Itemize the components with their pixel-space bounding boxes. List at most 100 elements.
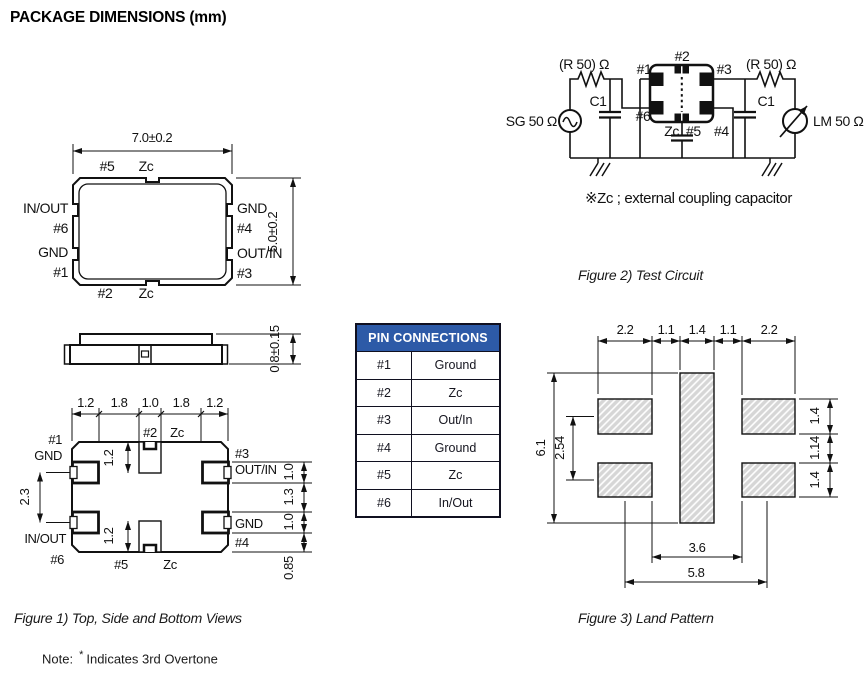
lp-dim-bottom-2: 5.8 — [688, 565, 705, 580]
ground-symbol-right — [761, 158, 783, 177]
bv-pin-1: #1 — [48, 432, 62, 447]
dim-thickness — [216, 333, 301, 365]
pin-label-gnd-right: GND — [237, 200, 267, 216]
bv-pin-6: #6 — [50, 552, 64, 567]
dim-edge: 0.85 — [281, 556, 296, 580]
wire-pin4-ground — [712, 107, 734, 158]
bv-pin-1-name: GND — [34, 448, 62, 463]
tc-pin-1: #1 — [637, 61, 652, 77]
zc-label-top: Zc — [139, 158, 154, 174]
bv-pin-4-name: GND — [235, 516, 263, 531]
side-view-cap-right — [221, 344, 229, 365]
note-text: Indicates 3rd Overtone — [86, 651, 218, 667]
dim-height — [236, 177, 301, 286]
meter-arrow-icon — [779, 105, 808, 138]
dim-label-thickness: 0.8±0.15 — [267, 325, 282, 372]
lp-dim-right-1: 1.4 — [807, 407, 822, 424]
tc-pin-2: #2 — [675, 48, 690, 64]
cap-left-label: C1 — [589, 93, 607, 109]
top-view — [72, 144, 301, 286]
pin-label-1: #1 — [53, 264, 68, 280]
asterisk: * — [79, 649, 84, 661]
pin-label-inout: IN/OUT — [23, 200, 69, 216]
tc-pin-6: #6 — [636, 108, 651, 124]
bv-pin-5: #5 — [114, 557, 128, 572]
land-pad-left-top — [597, 398, 653, 435]
overtone-note: Note: *Indicates 3rd Overtone — [42, 649, 218, 666]
cap-left-plates — [599, 110, 621, 119]
land-dim-lines — [547, 336, 838, 588]
notch-right-bottom — [226, 247, 233, 261]
pin-label-5-top: #5 — [100, 158, 115, 174]
tc-zc-label: Zc — [664, 123, 679, 139]
dim-width — [72, 144, 233, 174]
dim-3: 1.0 — [142, 395, 159, 410]
zc-label-bottom: Zc — [139, 285, 154, 301]
tc-pin-5: #5 — [686, 123, 701, 139]
lp-dim-pitch: 2.54 — [552, 436, 567, 460]
dim-4: 1.8 — [173, 395, 190, 410]
dim-label-width: 7.0±0.2 — [132, 130, 173, 145]
resistor-left-label: (R 50) Ω — [559, 56, 609, 72]
land-pads — [597, 372, 796, 524]
zc-notch-top — [142, 442, 158, 451]
lp-dim-height: 6.1 — [535, 439, 548, 456]
bottom-pads — [71, 460, 230, 535]
connection-cell: Out/In — [438, 413, 473, 428]
bv-pin-5-name: Zc — [163, 557, 178, 572]
cap-right-plates — [734, 110, 756, 119]
ground-symbol-left — [589, 158, 611, 177]
connection-cell: Zc — [448, 385, 463, 400]
land-pad-center — [679, 372, 715, 524]
dim-notch-bottom: 1.2 — [101, 527, 116, 544]
connection-cell: Zc — [448, 468, 463, 483]
lp-dim-top-2: 1.1 — [658, 322, 675, 337]
pin-cell: #6 — [357, 489, 412, 516]
lp-dim-top-4: 1.1 — [720, 322, 737, 337]
top-view-inner-outline — [78, 183, 227, 280]
land-pad-right-bottom — [741, 462, 796, 498]
pin-table-row: #6 In/Out — [357, 488, 499, 516]
pin-cell: #4 — [357, 434, 412, 461]
dim-notch-top: 1.2 — [101, 449, 116, 466]
pin-label-gnd-left: GND — [38, 244, 68, 260]
pin-label-2-bottom: #2 — [98, 285, 113, 301]
dims-bottom-top-chain — [71, 408, 229, 441]
notch-bottom — [145, 280, 160, 286]
lp-dim-top-5: 2.2 — [761, 322, 778, 337]
pin-table-row: #1 Ground — [357, 351, 499, 379]
pin-label-6: #6 — [53, 220, 68, 236]
connection-cell: Ground — [434, 440, 477, 455]
lp-dim-right-3: 1.4 — [807, 471, 822, 488]
dim-left-pitch-label: 2.3 — [17, 488, 32, 505]
lp-dim-bottom-1: 3.6 — [689, 540, 706, 555]
connection-cell: In/Out — [438, 495, 473, 510]
bv-pin-4: #4 — [235, 535, 249, 550]
zc-note: ※Zc ; external coupling capacitor — [585, 190, 792, 207]
lp-dim-top-3: 1.4 — [689, 322, 706, 337]
dims-right-chain — [232, 461, 312, 553]
dim-left-pitch — [37, 472, 70, 523]
sine-icon — [562, 116, 578, 128]
pin-label-4: #4 — [237, 220, 252, 236]
land-pad-left-bottom — [597, 462, 653, 498]
bv-pin-6-name: IN/OUT — [24, 531, 66, 546]
note-prefix: Note: — [42, 651, 74, 667]
connection-cell: Ground — [434, 358, 477, 373]
zc-cap-plates — [671, 134, 693, 142]
dim-label-height: 5.0±0.2 — [265, 212, 280, 253]
notch-left-top — [72, 203, 79, 217]
pin-cell: #1 — [357, 352, 412, 379]
dim-right-1: 1.0 — [281, 463, 296, 480]
pin-cell: #5 — [357, 462, 412, 489]
figure1-drawing: 7.0±0.2 5.0±0.2 #5 Zc IN/OUT #6 GND #1 G… — [17, 130, 312, 580]
figure3-caption: Figure 3) Land Pattern — [578, 610, 714, 626]
sg-label: SG 50 Ω — [506, 113, 557, 129]
figure1-caption: Figure 1) Top, Side and Bottom Views — [14, 610, 242, 626]
pin-table-row: #4 Ground — [357, 433, 499, 461]
tc-pin-4: #4 — [714, 123, 729, 139]
figure3-land-pattern: 2.2 1.1 1.4 1.1 2.2 6.1 2.54 1.4 1.14 1.… — [535, 322, 838, 588]
